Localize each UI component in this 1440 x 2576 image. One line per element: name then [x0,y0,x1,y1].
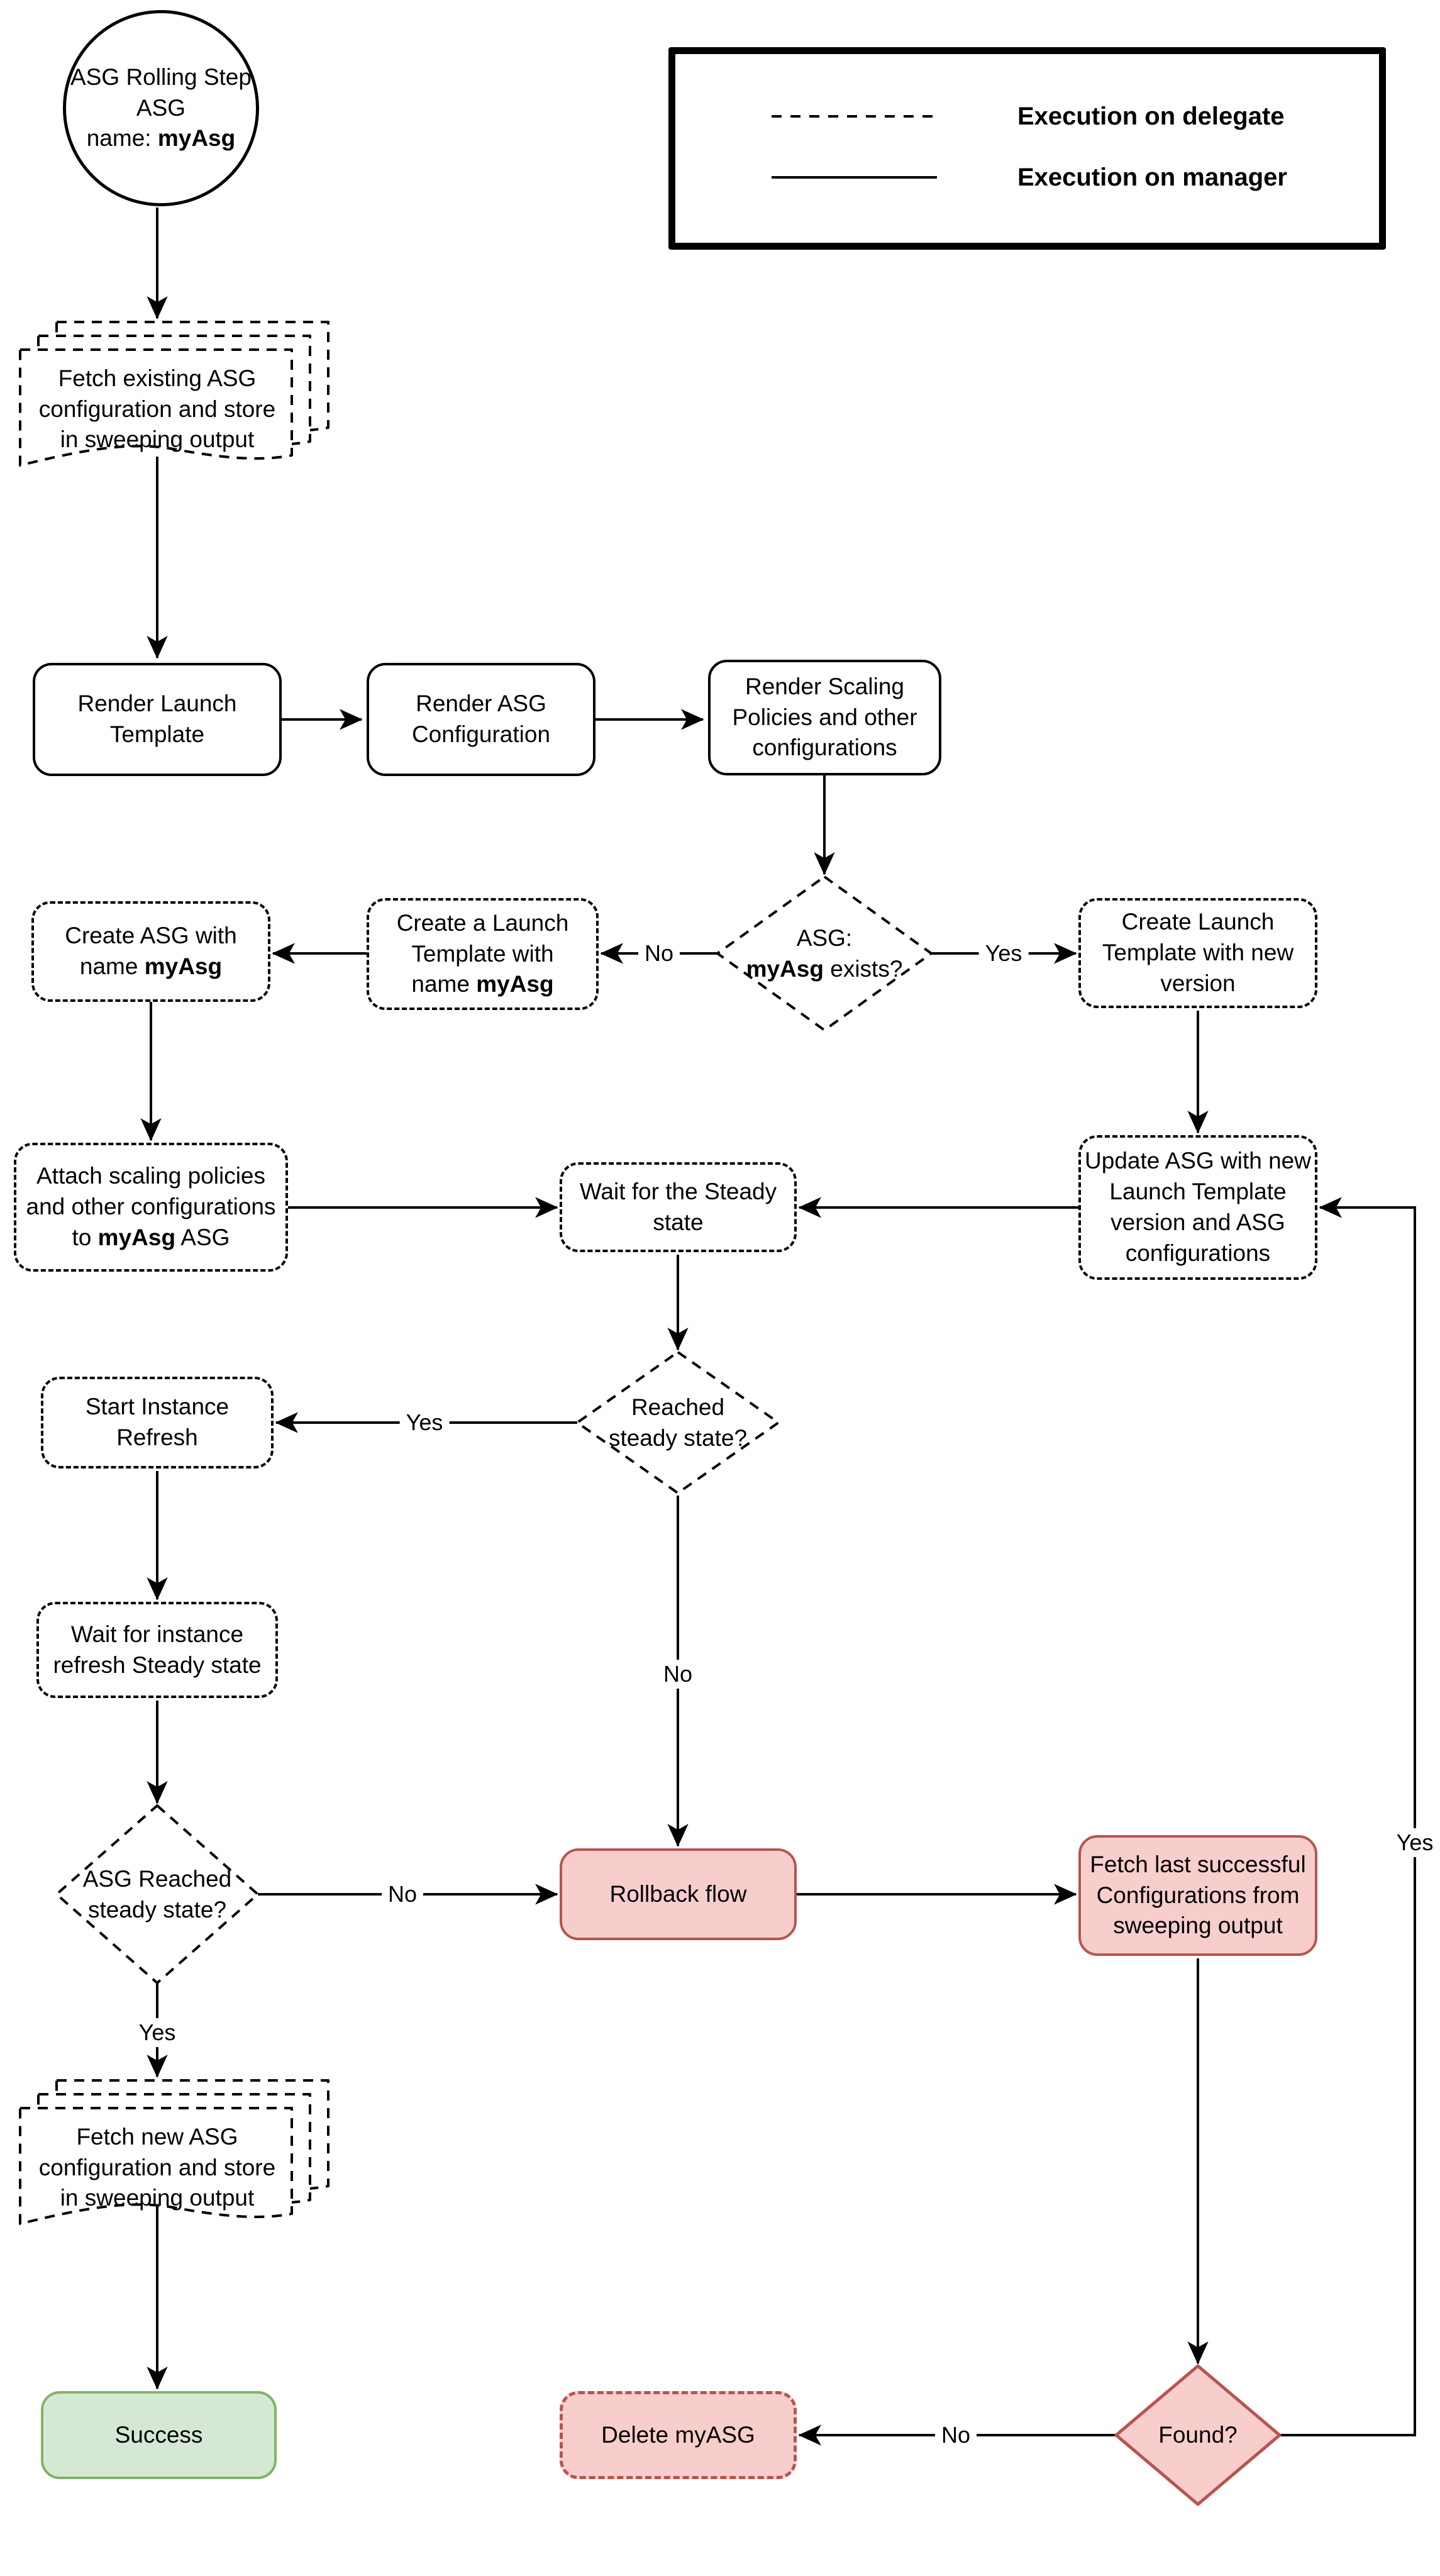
edge-label-asg-exists-yes: Yes [978,939,1029,968]
diamond-reached-steady [575,1350,781,1495]
legend-box: Execution on delegate Execution on manag… [668,47,1386,250]
connectors [140,208,1416,2446]
diamond-asg-reached-steady [54,1804,260,1985]
edge-label-reached-no: No [656,1660,699,1689]
diamond-asg-exists [715,875,934,1032]
node-rollback-flow: Rollback flow [560,1848,797,1940]
node-delete-myasg-label: Delete myASG [601,2421,755,2448]
dashed-line-sample [772,115,937,118]
edge-found-yes [1280,1197,1416,2436]
edge-label-found-yes: Yes [1390,1828,1440,1857]
node-asg-exists-decision: ASG:myAsg exists? [717,896,931,1012]
node-success: Success [41,2391,277,2479]
solid-line-sample [772,176,937,179]
legend-manager-label: Execution on manager [1017,164,1287,191]
legend-delegate-label: Execution on delegate [1017,103,1285,130]
node-success-label: Success [114,2421,203,2448]
edge-label-found-no: No [934,2421,977,2450]
multi-document-fetch-existing [19,321,330,467]
edge-label-reached-yes: Yes [399,1408,450,1437]
multi-document-fetch-new [19,2079,330,2225]
edge-label-asg-exists-no: No [638,939,680,968]
edge-label-asg-reached-yes: Yes [132,2018,182,2047]
node-found-decision: Found? [1116,2379,1280,2492]
node-found-label: Found? [1158,2421,1238,2448]
edge-label-asg-reached-no: No [381,1880,424,1909]
node-rollback-flow-label: Rollback flow [609,1880,747,1907]
node-delete-myasg: Delete myASG [560,2391,797,2479]
node-asg-exists-label: ASG:myAsg exists? [746,924,903,982]
diamond-found [1114,2364,1282,2506]
